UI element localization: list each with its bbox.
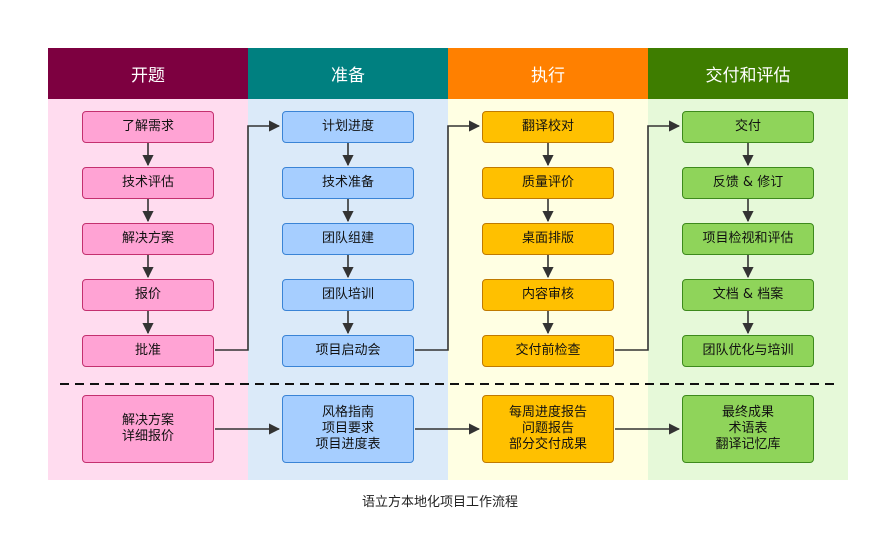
step-quote: 报价 bbox=[82, 279, 214, 311]
step-project-review: 项目检视和评估 bbox=[682, 223, 814, 255]
step-team-building: 团队组建 bbox=[282, 223, 414, 255]
kickoff-header: 开题 bbox=[48, 48, 248, 99]
prepare-title: 准备 bbox=[331, 66, 365, 86]
output-deliver: 最终成果 术语表 翻译记忆库 bbox=[682, 395, 814, 463]
step-delivery: 交付 bbox=[682, 111, 814, 143]
kickoff-title: 开题 bbox=[131, 66, 165, 86]
output-prepare: 风格指南 项目要求 项目进度表 bbox=[282, 395, 414, 463]
output-execute: 每周进度报告 问题报告 部分交付成果 bbox=[482, 395, 614, 463]
execute-header: 执行 bbox=[448, 48, 648, 99]
output-kickoff: 解决方案 详细报价 bbox=[82, 395, 214, 463]
step-documents-archive: 文档 & 档案 bbox=[682, 279, 814, 311]
step-plan-schedule: 计划进度 bbox=[282, 111, 414, 143]
prepare-header: 准备 bbox=[248, 48, 448, 99]
execute-title: 执行 bbox=[531, 66, 565, 86]
step-team-optimization: 团队优化与培训 bbox=[682, 335, 814, 367]
deliver-title: 交付和评估 bbox=[705, 66, 791, 86]
step-team-training: 团队培训 bbox=[282, 279, 414, 311]
deliver-header: 交付和评估 bbox=[648, 48, 848, 99]
step-technical-prep: 技术准备 bbox=[282, 167, 414, 199]
step-understand-needs: 了解需求 bbox=[82, 111, 214, 143]
step-content-review: 内容审核 bbox=[482, 279, 614, 311]
step-feedback-revision: 反馈 & 修订 bbox=[682, 167, 814, 199]
step-approval: 批准 bbox=[82, 335, 214, 367]
step-dtp: 桌面排版 bbox=[482, 223, 614, 255]
step-kickoff-meeting: 项目启动会 bbox=[282, 335, 414, 367]
step-pre-delivery-check: 交付前检查 bbox=[482, 335, 614, 367]
step-translate-proofread: 翻译校对 bbox=[482, 111, 614, 143]
step-technical-assessment: 技术评估 bbox=[82, 167, 214, 199]
step-quality-evaluation: 质量评价 bbox=[482, 167, 614, 199]
diagram-caption: 语立方本地化项目工作流程 bbox=[361, 495, 518, 510]
step-solution: 解决方案 bbox=[82, 223, 214, 255]
